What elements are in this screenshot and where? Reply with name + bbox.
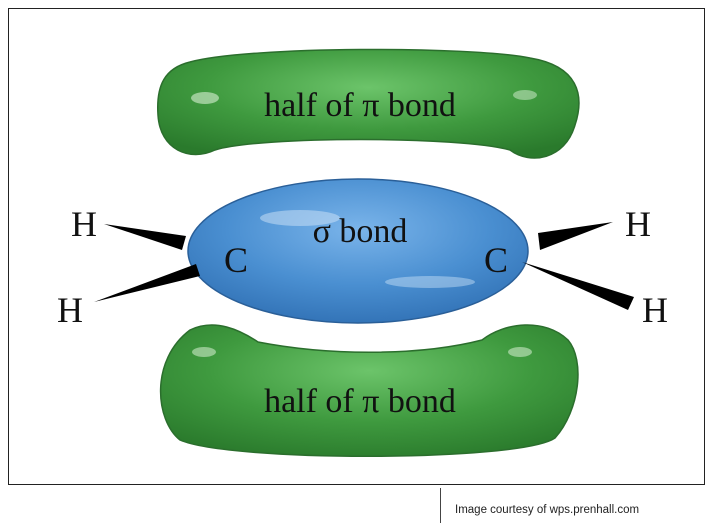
credit-box: Image courtesy of wps.prenhall.com — [440, 488, 709, 523]
sigma-bond-orbital — [187, 178, 529, 324]
pi-bond-top-label: half of π bond — [264, 87, 456, 124]
hydrogen-bottom-left-label: H — [57, 290, 83, 330]
wedge-bottom-left — [94, 264, 200, 302]
pi-bond-bottom-lobe — [159, 324, 579, 457]
hydrogen-top-right-label: H — [625, 204, 651, 244]
hydrogen-bottom-right-label: H — [642, 290, 668, 330]
carbon-left-label: C — [224, 240, 248, 280]
sigma-bond-label: σ bond — [313, 213, 408, 250]
image-credit: Image courtesy of wps.prenhall.com — [455, 504, 640, 516]
wedge-top-right — [538, 222, 613, 250]
wedge-bottom-right — [522, 262, 634, 310]
hydrogen-top-left-label: H — [71, 204, 97, 244]
pi-bond-top-lobe — [156, 48, 580, 159]
wedge-top-left — [104, 224, 186, 250]
carbon-right-label: C — [484, 240, 508, 280]
pi-bond-bottom-label: half of π bond — [264, 383, 456, 420]
